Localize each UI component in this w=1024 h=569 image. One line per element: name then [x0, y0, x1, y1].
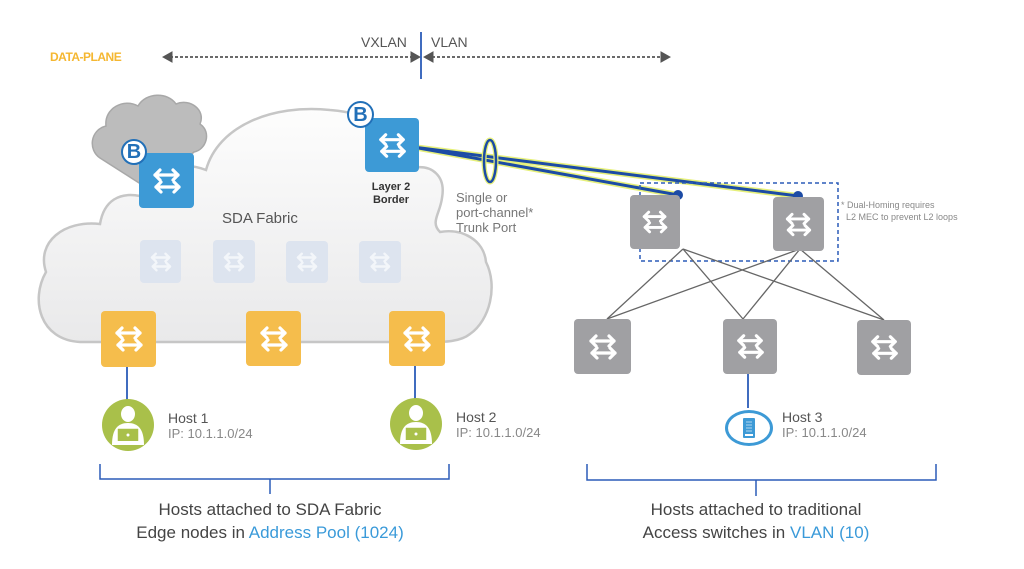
trunk-line1: Single or: [456, 190, 508, 205]
trunk-port-label: Single or port-channel* Trunk Port: [456, 190, 533, 235]
access-switch: [857, 320, 911, 375]
external-border-node: [139, 153, 194, 208]
layer2-border-node: [365, 118, 419, 172]
edge-node: [101, 311, 156, 367]
user-laptop-icon: [390, 398, 442, 450]
layer2-border-line1: Layer 2: [371, 181, 411, 193]
vlan-highlight: VLAN (10): [790, 523, 870, 542]
switch-arrows-icon: [150, 252, 171, 271]
user-laptop-icon: [102, 399, 154, 451]
switch-arrows-icon: [223, 252, 245, 271]
intermediate-node: [286, 241, 328, 283]
switch-arrows-icon: [870, 335, 898, 360]
layer2-border-line2: Border: [372, 194, 410, 206]
brackets: [99, 464, 937, 496]
caption-right-prefix: Access switches in: [642, 523, 790, 542]
caption-left-line1: Hosts attached to SDA Fabric: [158, 500, 382, 519]
switch-arrows-icon: [736, 334, 764, 359]
switch-arrows-icon: [785, 212, 812, 236]
user-silhouette-icon: [400, 405, 432, 444]
intermediate-node: [140, 240, 181, 283]
caption-left-line2: Edge nodes in Address Pool (1024): [100, 521, 440, 544]
caption-right-line1: Hosts attached to traditional: [650, 500, 862, 519]
server-icon: [725, 410, 773, 446]
dual-homing-note: * Dual-Homing requires L2 MEC to prevent…: [841, 199, 958, 223]
caption-left-prefix: Edge nodes in: [136, 523, 249, 542]
switch-arrows-icon: [369, 252, 391, 272]
switch-arrows-icon: [152, 167, 181, 194]
caption-traditional-hosts: Hosts attached to traditional Access swi…: [586, 498, 926, 544]
layer2-border-label: Layer 2 Border: [366, 181, 416, 207]
user-silhouette-icon: [112, 406, 144, 445]
access-switch: [723, 319, 777, 374]
switch-arrows-icon: [296, 252, 318, 272]
trunk-line3: Trunk Port: [456, 220, 517, 235]
external-border-badge: B: [121, 139, 147, 165]
switch-arrows-icon: [588, 333, 617, 360]
caption-fabric-hosts: Hosts attached to SDA Fabric Edge nodes …: [100, 498, 440, 544]
edge-node: [389, 311, 445, 366]
address-pool-highlight: Address Pool (1024): [248, 523, 404, 542]
host-ip: IP: 10.1.1.0/24: [168, 426, 253, 441]
host-ip: IP: 10.1.1.0/24: [456, 425, 541, 440]
layer2-border-badge: B: [347, 101, 374, 128]
host-name: Host 2: [456, 409, 497, 425]
host-name: Host 3: [782, 409, 823, 425]
distribution-switch: [773, 197, 824, 251]
sda-fabric-label: SDA Fabric: [222, 210, 298, 227]
switch-arrows-icon: [403, 325, 431, 352]
host-name: Host 1: [168, 410, 209, 426]
data-plane-arrows: [161, 51, 672, 63]
host-links: [126, 366, 749, 408]
switch-arrows-icon: [114, 326, 143, 352]
vlan-label: VLAN: [431, 34, 468, 50]
distribution-switch: [630, 195, 680, 249]
vxlan-label: VXLAN: [361, 34, 407, 50]
switch-arrows-icon: [642, 210, 668, 234]
caption-right-line2: Access switches in VLAN (10): [586, 521, 926, 544]
intermediate-node: [359, 241, 401, 283]
switch-arrows-icon: [259, 325, 288, 352]
edge-node: [246, 311, 301, 366]
external-cloud: [91, 94, 208, 191]
note-line2: L2 MEC to prevent L2 loops: [846, 212, 958, 222]
access-switch: [574, 319, 631, 374]
note-line1: * Dual-Homing requires: [841, 200, 935, 210]
server-glyph-icon: [743, 418, 755, 438]
access-uplinks: [606, 248, 885, 321]
host-ip: IP: 10.1.1.0/24: [782, 425, 867, 440]
data-plane-label: DATA-PLANE: [50, 50, 122, 64]
switch-arrows-icon: [378, 132, 406, 158]
intermediate-node: [213, 240, 255, 283]
trunk-line2: port-channel*: [456, 205, 534, 220]
